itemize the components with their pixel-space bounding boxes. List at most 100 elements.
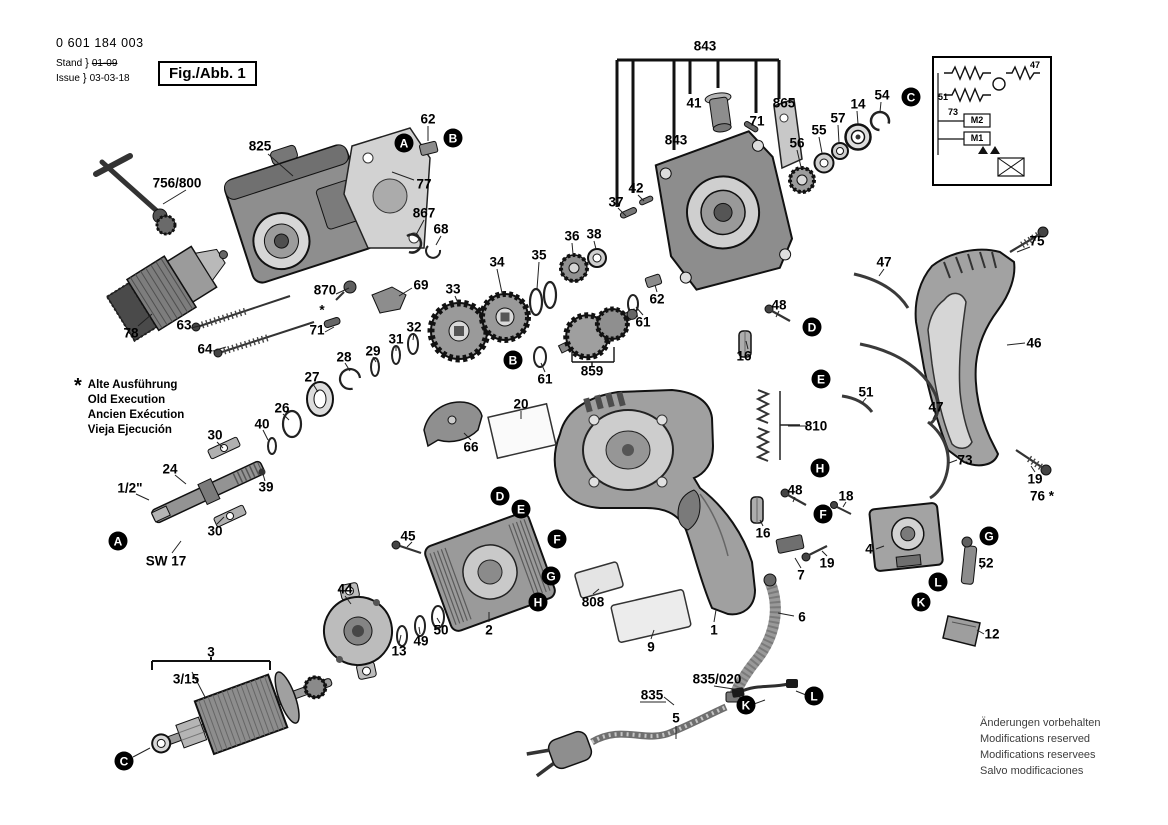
lever-69 [371, 286, 407, 314]
ball-bearing-14 [844, 123, 872, 151]
screw-75 [1009, 226, 1049, 253]
revision-block: Stand } 01-09 Issue } 03-03-18 [56, 56, 144, 86]
pin-71-top [743, 121, 759, 133]
screw-63 [191, 295, 291, 332]
switch-4 [868, 502, 944, 572]
clip-867 [406, 233, 423, 254]
contact-strip-47-top [853, 272, 910, 309]
pin-37 [619, 207, 637, 219]
washer-13 [396, 625, 408, 647]
ring-35a [528, 287, 544, 317]
footer-line-en: Modifications reserved [980, 732, 1091, 745]
screw-45 [391, 540, 422, 555]
field-stator-2 [424, 512, 556, 632]
inset-label-51: 51 [937, 92, 949, 102]
impact-housing-843 [654, 130, 794, 291]
bracket-3 [151, 657, 271, 670]
inset-label-73: 73 [947, 107, 959, 117]
snap-ring-28 [338, 367, 362, 391]
footer-line-fr: Modifications reservees [980, 748, 1096, 761]
plate-808 [574, 561, 624, 599]
footer-disclaimer: Änderungen vorbehalten Modifications res… [980, 716, 1100, 780]
pin-42 [639, 195, 654, 206]
bracket-859 [571, 347, 615, 366]
chuck [105, 245, 228, 343]
bearing-38 [587, 248, 607, 268]
ring-55 [813, 152, 835, 174]
washer-50 [431, 605, 445, 629]
stand-value: 01-09 [91, 57, 118, 69]
contact-strip-51 [841, 394, 874, 413]
ring-40 [267, 437, 277, 455]
bracket-66 [423, 401, 483, 448]
armature-3 [151, 671, 333, 756]
screw-19-right [1015, 449, 1052, 476]
inset-label-47: 47 [1029, 60, 1041, 70]
note-line-fr: Ancien Exécution [87, 408, 185, 421]
clip-12 [942, 615, 981, 647]
footer-line-es: Salvo modificaciones [980, 764, 1084, 777]
note-line-en: Old Execution [87, 393, 166, 406]
washer-49 [414, 615, 426, 637]
power-cord-5 [526, 703, 728, 778]
note-line-es: Vieja Ejecución [87, 423, 172, 436]
brace-810 [779, 391, 800, 460]
panel-20 [487, 402, 557, 460]
bracket-843 [615, 58, 781, 207]
part-870 [335, 280, 357, 301]
header: 0 601 184 003 Stand } 01-09 Issue } 03-0… [56, 36, 144, 86]
brush-holder-7 [775, 534, 805, 554]
figure-label: Fig./Abb. 1 [158, 61, 257, 86]
inset-label-m2: M2 [970, 115, 984, 125]
screw-48-bottom [780, 488, 807, 506]
gear-33 [427, 299, 491, 363]
rear-handle-46 [914, 248, 1016, 467]
washer-56 [788, 166, 816, 194]
snap-ring-54 [869, 110, 891, 132]
intermediate-shaft-859 [557, 306, 639, 361]
inset-label-m1: M1 [970, 133, 984, 143]
issue-label: Issue [56, 72, 80, 84]
contact-strip-73 [927, 420, 950, 500]
ring-26 [281, 409, 303, 439]
part-52 [960, 536, 978, 585]
retainer-30-top [207, 436, 241, 460]
old-execution-note: * Alte Ausführung Old Execution Ancien E… [74, 375, 185, 438]
clamp-16-bottom [750, 496, 764, 524]
leader-lines [132, 101, 1036, 758]
chuck-key [93, 153, 177, 236]
bearing-flange-44 [323, 582, 393, 680]
footer-line-de: Änderungen vorbehalten [980, 717, 1101, 729]
retainer-30-bottom [213, 504, 247, 528]
screw-48-top [764, 304, 791, 322]
wiring-inset [932, 56, 1052, 186]
motor-housing-1 [553, 388, 757, 616]
ring-35b [542, 280, 558, 310]
ring-61-left [533, 346, 547, 368]
gear-34 [479, 291, 531, 343]
springs-810 [755, 389, 771, 462]
issue-brace: } [82, 71, 87, 84]
ring-32 [407, 333, 419, 355]
note-line-de: Alte Ausführung [87, 379, 178, 391]
ring-68 [425, 245, 442, 259]
screw-64 [213, 321, 315, 358]
gear-36 [559, 253, 589, 283]
issue-value: 03-03-18 [89, 72, 130, 84]
document-number: 0 601 184 003 [56, 36, 144, 50]
spindle-24 [150, 460, 265, 524]
nameplate-9 [610, 589, 692, 643]
contact-strip-47-mid [859, 342, 940, 426]
ball-39 [258, 468, 266, 476]
stand-label: Stand [56, 57, 83, 69]
pin-71-left [323, 316, 341, 328]
screw-18 [830, 501, 852, 515]
stand-brace: } [85, 57, 89, 69]
ferrule-62-top [418, 140, 439, 156]
ferrule-62-mid [644, 273, 663, 288]
jumper-wire-835-020 [731, 679, 798, 698]
ring-57 [831, 142, 849, 160]
washer-29 [370, 357, 380, 377]
note-asterisk: * [74, 375, 82, 397]
